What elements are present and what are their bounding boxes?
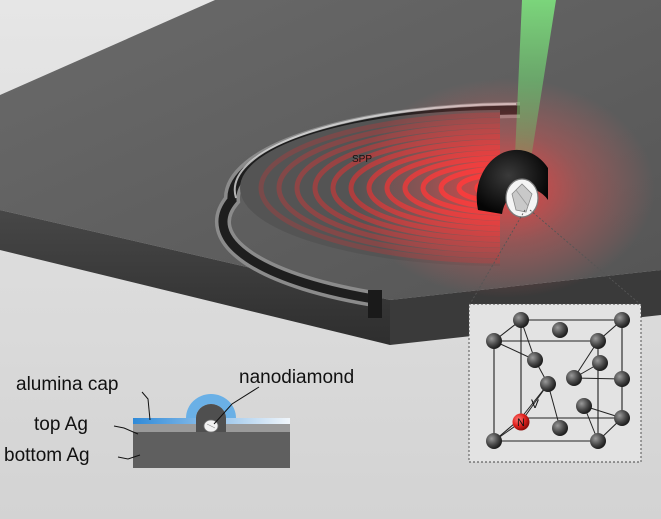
bump-core [196,404,226,432]
top-ag-leader [113,425,139,435]
alumina-bump [476,149,548,214]
bottom-ag-leader [117,454,141,460]
spp-ring [330,133,500,243]
spp-ring [348,139,500,237]
vacancy-label: V [531,397,539,411]
lattice-inset: N V [468,303,642,463]
cross-section-schematic: alumina cap top Ag bottom Ag nanodiamond [4,367,354,468]
alumina-cap-bump [186,394,236,418]
nanodiamond-leader [213,386,260,425]
nitrogen-atom [512,413,530,431]
silver-slab-front [0,210,390,345]
alumina-cap-leader [141,391,151,421]
nanodiamond-label: nanodiamond [239,367,354,388]
spp-ring [258,112,500,264]
bottom-ag-layer [133,432,290,468]
nitrogen-label: N [517,417,525,429]
spp-ring [276,117,500,259]
spp-label: SPP [352,154,372,165]
alumina-cap-label: alumina cap [16,374,118,395]
top-ag-label: top Ag [34,414,88,435]
groove-front-cut [368,290,382,318]
nanodiamond-facet-line [515,189,529,207]
spp-ring [294,123,500,253]
zoom-line-right [529,209,641,305]
laser-beam [514,0,556,178]
spp-ring [312,128,500,248]
lattice-carbon-atoms [486,312,630,449]
bottom-ag-label: bottom Ag [4,445,90,466]
cross-section-nanodiamond-facet [206,423,216,429]
